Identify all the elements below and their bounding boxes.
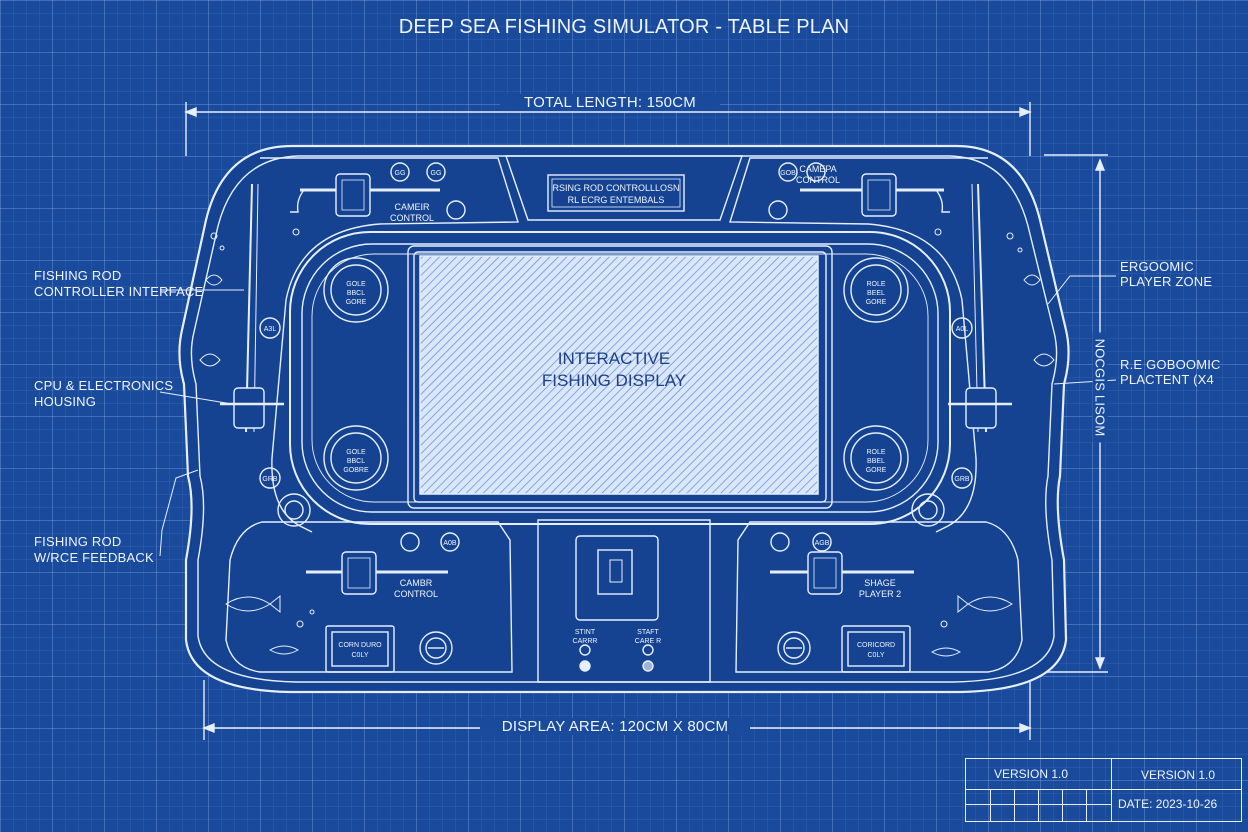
station-label-br-1: SHAGE bbox=[864, 578, 896, 588]
station-label-tl-2: CONTROL bbox=[390, 213, 434, 223]
svg-text:BBCL: BBCL bbox=[347, 290, 365, 297]
fishing-rod-right bbox=[948, 183, 1012, 433]
total-length-dimension bbox=[184, 102, 1032, 156]
station-label-br-2: PLAYER 2 bbox=[859, 589, 901, 599]
dial-top-left bbox=[323, 257, 389, 323]
svg-text:GOBRE: GOBRE bbox=[343, 467, 369, 474]
svg-text:A3L: A3L bbox=[264, 326, 277, 333]
top-control-panel bbox=[505, 155, 743, 221]
svg-text:BEEL: BEEL bbox=[867, 290, 885, 297]
svg-text:STAFT: STAFT bbox=[637, 629, 659, 636]
label-cpu-1: CPU & ELECTRONICS bbox=[34, 378, 174, 393]
svg-text:A0B: A0B bbox=[443, 540, 457, 547]
version-right: VERSION 1.0 bbox=[1141, 768, 1216, 782]
label-player-zone-2: PLAYER ZONE bbox=[1120, 274, 1213, 289]
svg-text:CORN DURO: CORN DURO bbox=[338, 642, 382, 649]
label-cpu-2: HOUSING bbox=[34, 394, 97, 409]
svg-text:C0LY: C0LY bbox=[352, 652, 369, 659]
svg-text:BBEL: BBEL bbox=[867, 458, 885, 465]
svg-text:CARE R: CARE R bbox=[635, 638, 661, 645]
svg-text:CARRR: CARRR bbox=[573, 638, 598, 645]
svg-text:ROLE: ROLE bbox=[866, 449, 885, 456]
svg-text:GORE: GORE bbox=[866, 467, 887, 474]
svg-text:GG: GG bbox=[431, 170, 442, 177]
title-block: VERSION 1.0 VERSION 1.0 DATE: 2023-10-26 bbox=[965, 758, 1242, 822]
label-placement-1: R.E GOBOOMIC bbox=[1120, 357, 1221, 372]
display-label-line1: INTERACTIVE bbox=[558, 349, 670, 368]
svg-text:GORE: GORE bbox=[866, 299, 887, 306]
start-panel bbox=[537, 519, 711, 683]
reel-bottom-right bbox=[770, 551, 914, 595]
fishing-rod-left bbox=[220, 183, 284, 433]
svg-text:C0LY: C0LY bbox=[868, 652, 885, 659]
total-length-label: TOTAL LENGTH: 150CM bbox=[500, 94, 720, 111]
height-dimension bbox=[1044, 154, 1108, 673]
svg-text:GOLE: GOLE bbox=[346, 449, 366, 456]
station-label-tl-1: CAMEIR bbox=[394, 202, 430, 212]
page-title: DEEP SEA FISHING SIMULATOR - TABLE PLAN bbox=[398, 16, 850, 38]
svg-text:ROLE: ROLE bbox=[866, 281, 885, 288]
reel-top-left bbox=[290, 173, 440, 217]
label-force-feedback-1: FISHING ROD bbox=[34, 534, 122, 549]
version-left: VERSION 1.0 bbox=[994, 767, 1069, 781]
date-label: DATE: 2023-10-26 bbox=[1118, 797, 1218, 811]
coin-slot-right bbox=[841, 625, 911, 673]
top-panel-line2: RL ECRG ENTEMBALS bbox=[568, 195, 665, 205]
reel-bottom-left bbox=[306, 551, 448, 595]
label-placement-2: PLACTENT (X4 bbox=[1120, 372, 1214, 387]
station-label-bl-1: CAMBR bbox=[400, 578, 433, 588]
label-force-feedback-2: W/RCE FEEDBACK bbox=[34, 550, 154, 565]
interactive-display bbox=[419, 255, 819, 495]
display-area-label: DISPLAY AREA: 120CM X 80CM bbox=[480, 718, 750, 735]
display-outer-frame bbox=[289, 231, 951, 525]
coin-slot-left bbox=[325, 625, 395, 673]
dial-bottom-left bbox=[323, 425, 389, 491]
leader-lines bbox=[159, 275, 1117, 557]
height-dimension-label: NOCGIS LISOM bbox=[1092, 332, 1108, 443]
svg-text:GRB: GRB bbox=[954, 476, 970, 483]
station-label-tr-1: CAMEPA bbox=[799, 164, 836, 174]
station-label-tr-2: CONTROL bbox=[796, 175, 840, 185]
label-rod-controller-1: FISHING ROD bbox=[34, 268, 122, 283]
reel-top-right bbox=[800, 173, 950, 217]
dial-bottom-right bbox=[843, 425, 909, 491]
svg-text:AGB: AGB bbox=[815, 540, 830, 547]
display-label-line2: FISHING DISPLAY bbox=[542, 371, 686, 390]
svg-text:GOB: GOB bbox=[780, 170, 796, 177]
svg-text:STINT: STINT bbox=[575, 629, 596, 636]
svg-text:CORICORD: CORICORD bbox=[857, 642, 895, 649]
svg-text:GRB: GRB bbox=[262, 476, 278, 483]
top-panel-line1: RSING ROD CONTROLLLOSN bbox=[552, 183, 679, 193]
station-label-bl-2: CONTROL bbox=[394, 589, 438, 599]
svg-text:GOLE: GOLE bbox=[346, 281, 366, 288]
svg-text:GORE: GORE bbox=[346, 299, 367, 306]
svg-text:A0L: A0L bbox=[956, 326, 969, 333]
svg-text:GG: GG bbox=[395, 170, 406, 177]
label-rod-controller-2: CONTROLLER INTERFACE bbox=[34, 284, 204, 299]
svg-text:BBCL: BBCL bbox=[347, 458, 365, 465]
fish-decoration bbox=[199, 228, 1055, 657]
label-player-zone-1: ERGOOMIC bbox=[1120, 259, 1194, 274]
table-inner-rim bbox=[190, 155, 1058, 683]
dial-top-right bbox=[843, 257, 909, 323]
